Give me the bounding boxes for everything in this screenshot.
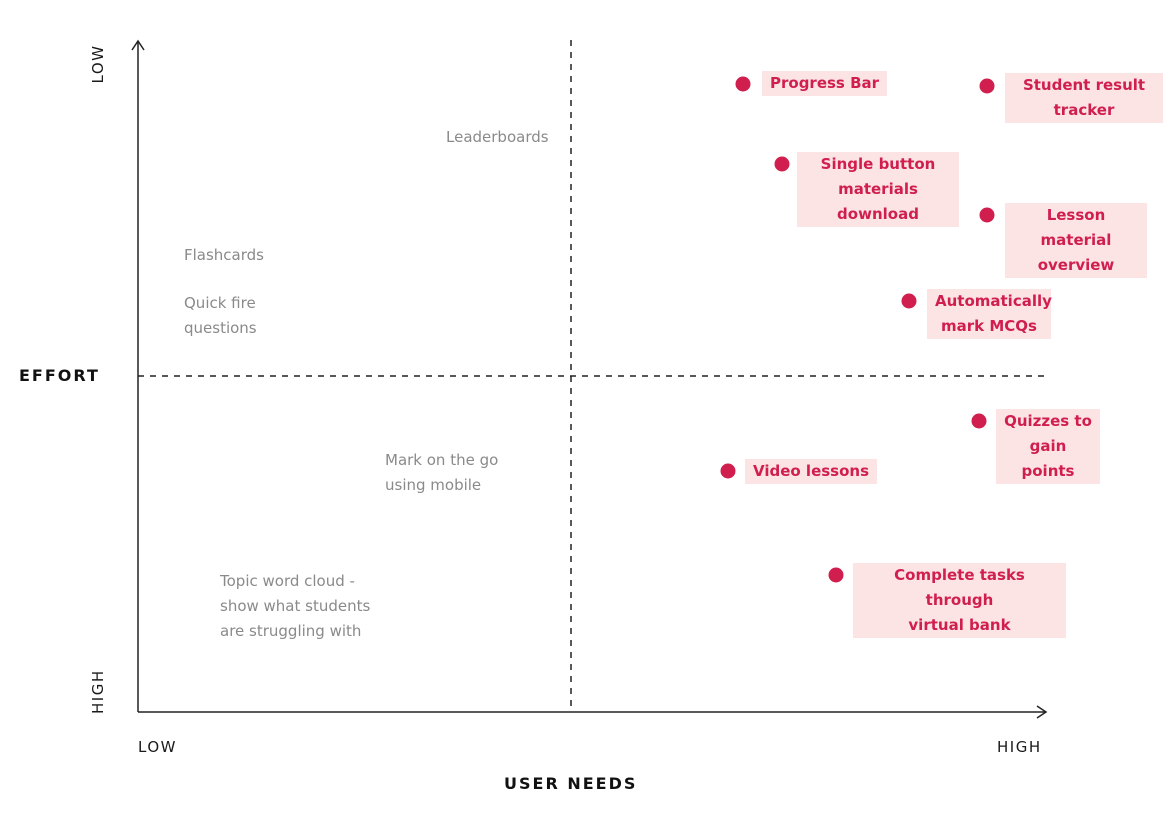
y-axis-title: EFFORT <box>19 366 100 385</box>
x-axis-high-label: HIGH <box>997 738 1042 756</box>
item-automatically-mark-mcqs: Automatically mark MCQs <box>927 289 1052 339</box>
item-progress-bar: Progress Bar <box>762 71 888 96</box>
dot-complete-tasks-virtual-bank <box>828 567 844 583</box>
item-topic-word-cloud: Topic word cloud - show what students ar… <box>220 572 371 640</box>
y-axis-arrowhead <box>131 39 145 51</box>
item-mark-on-the-go: Mark on the go using mobile <box>385 451 499 494</box>
dot-lesson-material-overview <box>979 207 995 223</box>
y-axis-low-label: LOW <box>89 44 107 84</box>
item-quizzes-to-gain-points: Quizzes to gain points <box>996 409 1100 484</box>
dot-student-result-tracker <box>979 78 995 94</box>
dot-automatically-mark-mcqs <box>901 293 917 309</box>
x-axis-low-label: LOW <box>138 738 177 756</box>
item-complete-tasks-virtual-bank: Complete tasks through virtual bank <box>853 563 1066 638</box>
dot-single-button-download <box>774 156 790 172</box>
y-axis-high-label: HIGH <box>89 669 107 714</box>
dot-video-lessons <box>720 463 736 479</box>
item-student-result-tracker: Student result tracker <box>1005 73 1163 123</box>
item-lesson-material-overview: Lesson material overview <box>1005 203 1147 278</box>
item-flashcards: Flashcards <box>184 246 264 264</box>
item-leaderboards: Leaderboards <box>446 128 549 146</box>
dot-progress-bar <box>735 76 751 92</box>
item-single-button-download: Single button materials download <box>797 152 959 227</box>
item-quick-fire-questions: Quick fire questions <box>184 294 257 337</box>
item-video-lessons: Video lessons <box>745 459 878 484</box>
x-axis-arrowhead <box>1036 705 1048 719</box>
dot-quizzes-to-gain-points <box>971 413 987 429</box>
x-axis-title: USER NEEDS <box>504 774 638 793</box>
